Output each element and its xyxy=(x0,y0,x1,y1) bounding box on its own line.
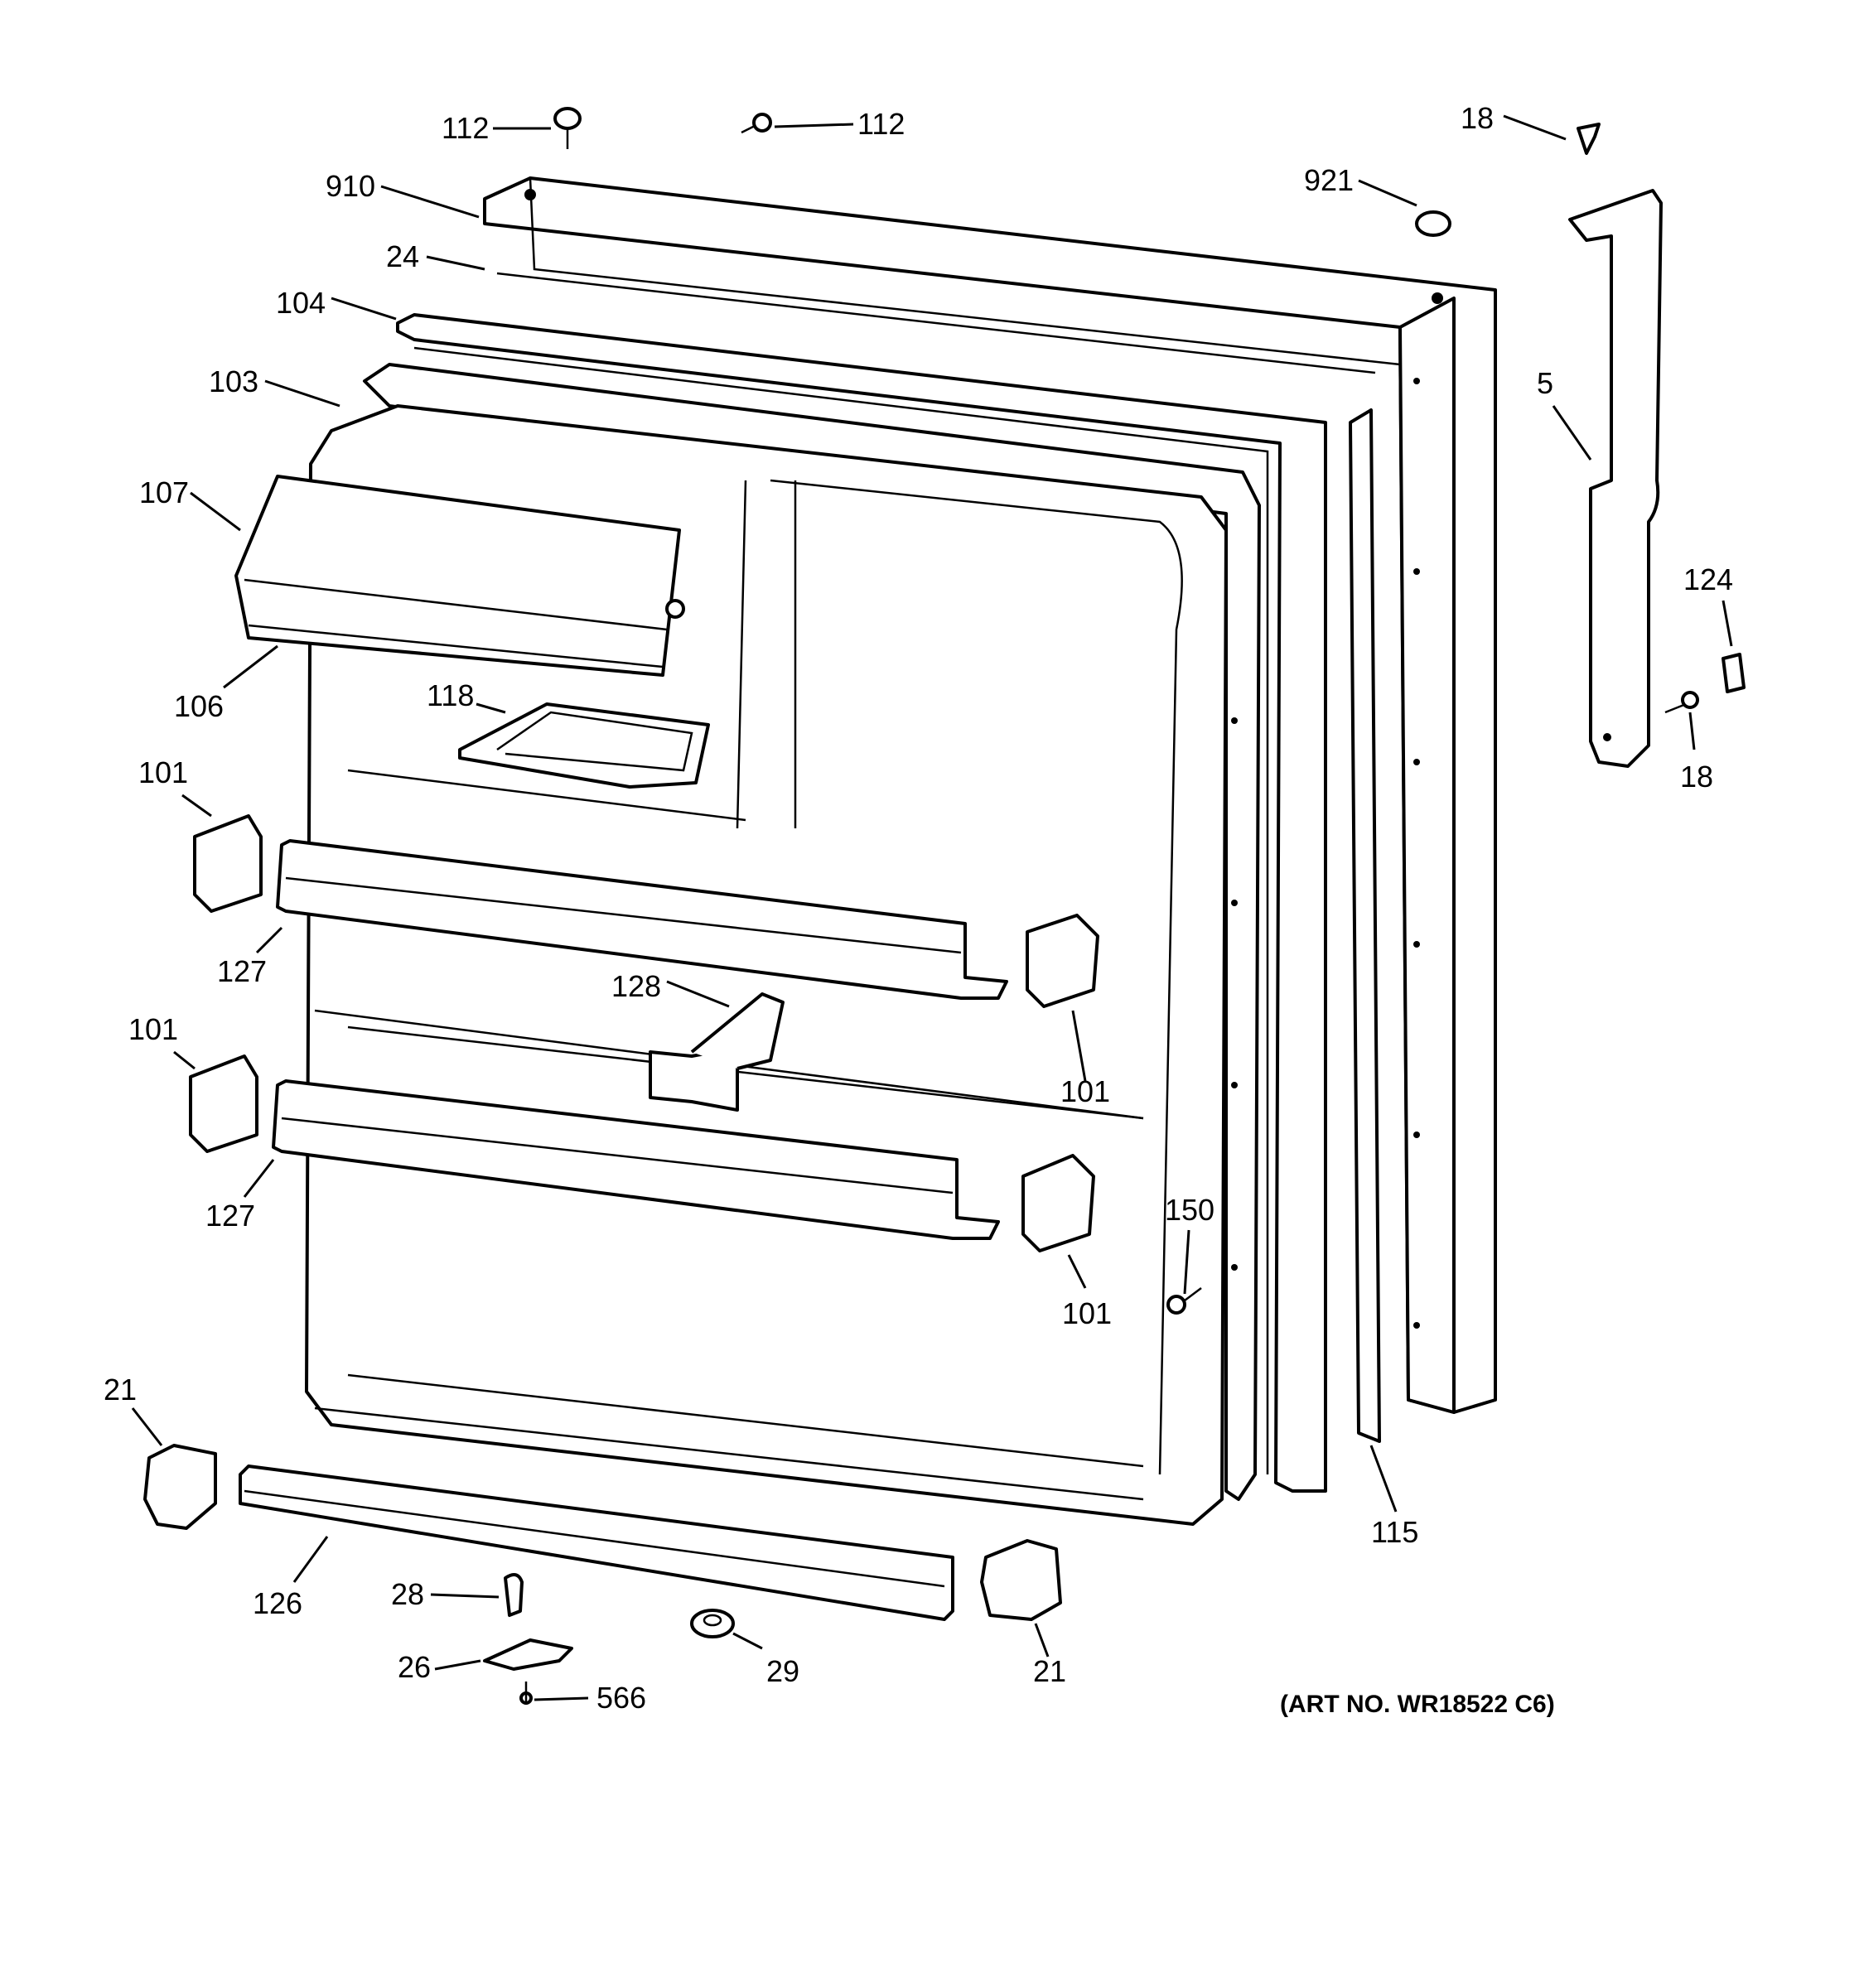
callout-5: 5 xyxy=(1537,366,1553,400)
callout-150: 150 xyxy=(1165,1193,1214,1227)
screw-112-top xyxy=(553,107,582,149)
callout-101-left-upper: 101 xyxy=(138,755,188,789)
callout-18-top: 18 xyxy=(1461,101,1494,135)
art-number: (ART NO. WR18522 C6) xyxy=(1280,1691,1555,1718)
callout-124: 124 xyxy=(1683,562,1733,596)
shelf-rail-upper xyxy=(276,839,1008,1000)
shelf-rail-lower xyxy=(272,1079,1000,1240)
clip-124 xyxy=(1722,653,1746,693)
leader-lines xyxy=(131,114,1733,1701)
screw-18-top xyxy=(1577,123,1601,155)
callout-112-side: 112 xyxy=(857,107,905,141)
callout-24: 24 xyxy=(386,239,419,273)
callout-101-right-lower: 101 xyxy=(1062,1296,1112,1330)
rail-end-cap-left-upper xyxy=(193,814,263,913)
washer-29 xyxy=(690,1609,735,1638)
rail-end-cap-right-upper xyxy=(1026,914,1099,1008)
rail-end-cap-right-lower xyxy=(1021,1154,1095,1252)
callout-566: 566 xyxy=(596,1681,646,1715)
button-921 xyxy=(1415,210,1451,237)
rail-end-cap-left-lower xyxy=(189,1054,258,1153)
plug-28 xyxy=(504,1573,524,1617)
hinge-bracket-left xyxy=(143,1444,217,1530)
callout-910: 910 xyxy=(326,169,375,203)
door-gasket xyxy=(396,313,1327,1493)
callout-101-right-upper: 101 xyxy=(1060,1074,1110,1108)
dairy-door xyxy=(234,475,685,677)
screw-566 xyxy=(519,1682,533,1705)
callout-118: 118 xyxy=(427,678,474,712)
callout-106: 106 xyxy=(174,689,224,723)
gasket-strip xyxy=(1349,408,1381,1443)
bottle-retainer xyxy=(649,992,785,1112)
screw-112-side xyxy=(741,113,772,134)
hinge-bracket-right xyxy=(980,1539,1062,1621)
callout-127-lower: 127 xyxy=(205,1199,255,1233)
callout-26: 26 xyxy=(398,1650,431,1684)
callout-128: 128 xyxy=(611,969,661,1003)
callout-112-top: 112 xyxy=(442,111,489,145)
door-handle xyxy=(1568,189,1663,768)
callout-127-upper: 127 xyxy=(217,954,267,988)
callout-21-right: 21 xyxy=(1033,1654,1066,1688)
callout-28: 28 xyxy=(391,1577,424,1611)
outer-door-shell xyxy=(483,176,1497,1414)
callout-101-left-lower: 101 xyxy=(128,1012,178,1046)
callout-18-side: 18 xyxy=(1680,760,1713,794)
plate-26 xyxy=(483,1638,573,1671)
callout-labels: 112 112 18 910 921 24 104 103 5 107 124 … xyxy=(104,101,1733,1715)
callout-21-left: 21 xyxy=(104,1373,137,1407)
butter-tray xyxy=(458,702,710,789)
callout-126: 126 xyxy=(253,1586,302,1620)
callout-107: 107 xyxy=(139,475,189,509)
screw-18-side xyxy=(1664,691,1699,714)
callout-29: 29 xyxy=(766,1654,799,1688)
callout-921: 921 xyxy=(1304,163,1354,197)
callout-103: 103 xyxy=(209,364,258,398)
callout-115: 115 xyxy=(1371,1515,1418,1549)
bottom-shelf-rail xyxy=(239,1464,954,1621)
screw-150 xyxy=(1166,1287,1202,1315)
callout-104: 104 xyxy=(276,286,326,320)
